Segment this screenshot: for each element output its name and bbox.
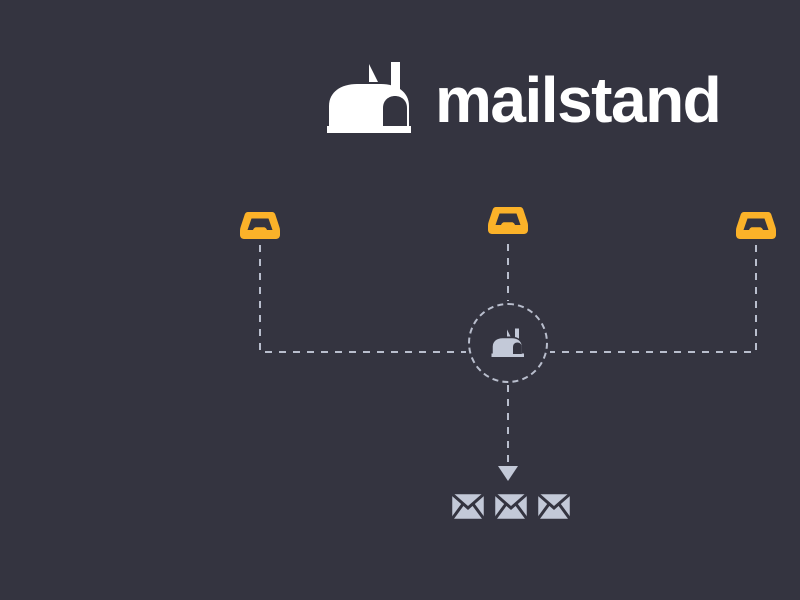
hub-node[interactable]: [468, 303, 548, 383]
hub-ring: [468, 303, 548, 383]
envelope-icon[interactable]: [493, 492, 529, 521]
output-message-group: [450, 492, 572, 522]
source-inbox-right[interactable]: [736, 210, 776, 240]
mailbox-icon: [491, 328, 525, 358]
brand-wordmark: mailstand: [435, 63, 722, 136]
envelope-icon[interactable]: [536, 492, 572, 521]
brand-lockup: mailstand: [325, 55, 722, 140]
source-inbox-left[interactable]: [240, 210, 280, 240]
connector-right: [550, 245, 757, 353]
mailbox-icon: [325, 60, 413, 135]
arrow-down-icon: [498, 466, 518, 481]
source-inbox-center[interactable]: [488, 205, 528, 235]
envelope-icon[interactable]: [450, 492, 486, 521]
connector-left: [259, 245, 466, 353]
